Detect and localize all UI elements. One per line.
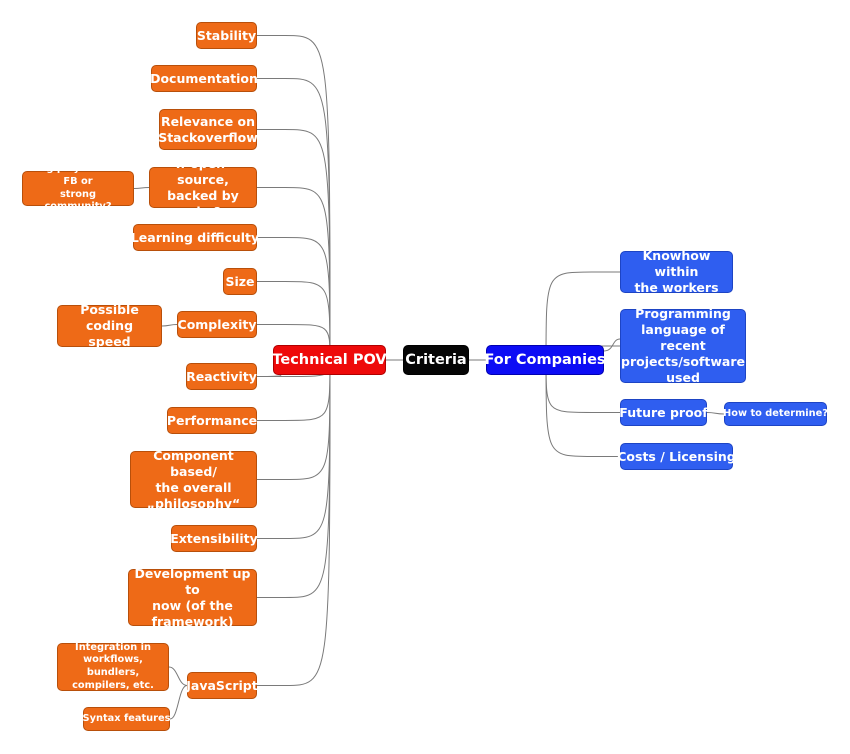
subtopic-how-to-determine[interactable]: How to determine? [723,402,828,426]
branch-for-companies[interactable]: For Companies [484,345,606,375]
link-learning [257,237,331,361]
subtopic-syntax-features[interactable]: Syntax features [83,707,170,731]
topic-component-based-philosophy[interactable]: Component based/ the overall „philosophy… [130,448,257,511]
link-opensource [257,187,331,361]
topic-extensibility[interactable]: Extensibility [170,525,258,552]
link-proglang-hook [603,338,621,352]
link-costs [545,359,620,457]
link-extensibility [257,359,331,539]
link-component [257,359,331,480]
topic-relevance-on-stackoverflow[interactable]: Relevance on Stackoverflow [158,109,258,150]
link-javascript [257,359,331,686]
topic-documentation[interactable]: Documentation [150,65,258,92]
topic-costs-licensing[interactable]: Costs / Licensing [617,443,736,470]
root-node-criteria[interactable]: Criteria [403,345,469,375]
branch-technical-pov[interactable]: Technical POV [272,345,387,375]
subtopic-possible-coding-speed[interactable]: Possible coding speed [57,302,162,349]
topic-stability[interactable]: Stability [196,22,257,49]
link-complexity-d [161,324,178,327]
topic-complexity[interactable]: Complexity [177,311,257,338]
topic-development-up-to-now[interactable]: Development up to now (of the framework) [128,566,257,629]
link-size [257,281,331,361]
link-doc [257,78,331,361]
link-stability [257,35,331,361]
link-knowhow [545,271,620,361]
topic-size[interactable]: Size [223,268,257,295]
topic-programming-language-recent-projects[interactable]: Programming language of recent projects/… [620,306,746,385]
topic-learning-difficulty[interactable]: Learning difficulty [131,224,259,251]
link-opensource-d [133,187,150,189]
link-development [257,359,331,598]
topic-knowhow-within-workers[interactable]: Knowhow within the workers [620,248,733,295]
subtopic-integration-in-workflows[interactable]: Integration in workflows, bundlers, comp… [57,642,169,691]
link-js-integration [168,666,188,686]
link-js-syntax [169,685,188,720]
topic-future-proof[interactable]: Future proof [619,399,708,426]
topic-reactivity[interactable]: Reactivity [186,363,257,390]
link-future-d [706,412,725,415]
topic-javascript[interactable]: JavaScript [186,672,258,699]
subtopic-big-players-or-community[interactable]: Big players like FB or strong community? [22,163,134,212]
topic-open-source-backing[interactable]: If open-source, backed by who? [149,156,257,219]
topic-performance[interactable]: Performance [167,407,257,434]
link-reactivity-hook [256,374,282,377]
